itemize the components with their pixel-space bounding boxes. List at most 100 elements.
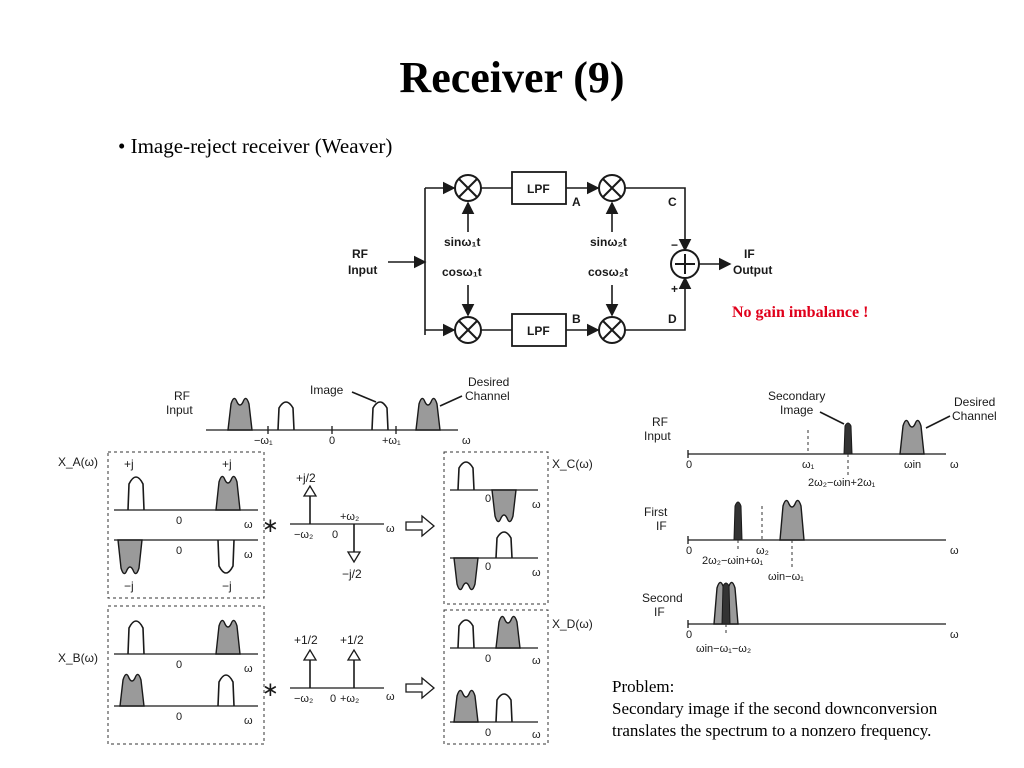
mixer-icon [454, 174, 482, 202]
xc-label: X_C(ω) [552, 457, 593, 471]
rf-input-label-2: Input [348, 263, 377, 277]
rf-hump-neg-image [277, 401, 295, 431]
slide-title: Receiver (9) [399, 53, 625, 102]
rf-input-label-2: Input [166, 403, 193, 417]
mixer-icon [598, 174, 626, 202]
xb-hump-bottom-right [217, 674, 235, 707]
result-arrow-icon [405, 676, 436, 700]
plus-j2-label: +j/2 [296, 471, 316, 485]
half-label: +1/2 [294, 633, 318, 647]
desired-channel-hump [899, 419, 925, 455]
zero-label: 0 [485, 653, 491, 665]
minus-j-label: −j [124, 579, 134, 593]
xa-box [107, 451, 265, 599]
sin1-label: sinω₁t [444, 235, 480, 249]
expr3-label: ωin−ω₁ [768, 571, 804, 583]
first-if-image-bar [733, 501, 743, 541]
minus-sign: − [671, 238, 678, 252]
pos-w1-label: +ω₁ [382, 435, 401, 447]
omega-label: ω [386, 523, 395, 535]
xc-box [443, 451, 549, 605]
omega-label: ω [950, 545, 959, 557]
rf-hump-desired [415, 397, 441, 431]
xd-hump-bottom-left [453, 689, 479, 723]
minus-j-label: −j [222, 579, 232, 593]
pos-w2-label: +ω₂ [340, 693, 359, 705]
xc-hump-bottom [495, 531, 513, 559]
zero-label: 0 [686, 545, 692, 557]
problem-line-2: translates the spectrum to a nonzero fre… [612, 721, 932, 740]
xb-hump-top-right [215, 619, 241, 655]
weaver-block-diagram: RF Input sinω₁t cosω₁t LPF LPF A B sinω₂… [348, 171, 772, 347]
xc-hump-top-neg [491, 489, 517, 523]
weaver-spectra-figure: RF Input Image Desired Channel −ω₁ 0 +ω₁… [58, 375, 593, 745]
image-label: Image [310, 383, 344, 397]
node-b: B [572, 312, 581, 326]
impulse-left-arrow [302, 648, 318, 661]
first-if-label: First [644, 505, 668, 519]
gain-imbalance-note: No gain imbalance ! [732, 304, 869, 321]
convolve-icon: ∗ [262, 679, 279, 701]
secondary-image-label: Secondary [768, 389, 825, 403]
rf-input-label-2: Input [644, 429, 671, 443]
omega-label: ω [950, 629, 959, 641]
omega-label: ω [244, 549, 253, 561]
second-if-image-bar [721, 582, 731, 625]
node-c: C [668, 195, 677, 209]
omega-label: ω [532, 655, 541, 667]
xd-label: X_D(ω) [552, 617, 593, 631]
result-arrow-icon [405, 514, 436, 538]
if-output-label: IF [744, 247, 755, 261]
xa-hump-left [127, 476, 145, 511]
neg-w2-label: −ω₂ [294, 693, 313, 705]
plus-j-label: +j [222, 457, 232, 471]
omega-label: ω [532, 729, 541, 741]
zero-label: 0 [176, 515, 182, 527]
omega-label: ω [386, 691, 395, 703]
xa-hump-right [215, 475, 241, 511]
problem-text: Problem: Secondary image if the second d… [612, 676, 937, 742]
expr4-label: ωin−ω₁−ω₂ [696, 643, 751, 655]
node-d: D [668, 312, 677, 326]
first-if-label-2: IF [656, 519, 667, 533]
lpf-label: LPF [527, 182, 550, 196]
rf-input-label: RF [174, 389, 190, 403]
adder-icon [670, 249, 700, 279]
xb-label: X_B(ω) [58, 651, 98, 665]
omega-label: ω [244, 663, 253, 675]
mixer-icon [598, 316, 626, 344]
xc-hump-top [457, 461, 475, 491]
omega-label: ω [244, 519, 253, 531]
channel-pointer [925, 415, 951, 429]
omega-label: ω [532, 499, 541, 511]
zero-label: 0 [485, 727, 491, 739]
win-label: ωin [904, 459, 921, 471]
sin2-label: sinω₂t [590, 235, 627, 249]
secondary-image-label-2: Image [780, 403, 814, 417]
omega-label: ω [244, 715, 253, 727]
rf-hump-image [371, 401, 389, 431]
w2-label: ω₂ [756, 545, 769, 557]
w1-label: ω₁ [802, 459, 815, 471]
image-pointer [351, 391, 377, 403]
expr1-label: 2ω₂−ωin+2ω₁ [808, 477, 876, 489]
impulse-right-arrow [346, 648, 362, 661]
zero-label: 0 [332, 529, 338, 541]
zero-label: 0 [176, 711, 182, 723]
minus-j2-label: −j/2 [342, 567, 362, 581]
impulse-down-arrow [346, 551, 362, 564]
secondary-pointer [819, 411, 845, 425]
desired-channel-label-2: Channel [465, 389, 510, 403]
pos-w2-label: +ω₂ [340, 511, 359, 523]
xd-hump-bottom-right [495, 693, 513, 723]
lpf-box-bottom [511, 313, 567, 347]
omega-label: ω [462, 435, 471, 447]
omega-label: ω [532, 567, 541, 579]
mixer-icon [454, 316, 482, 344]
omega-label: ω [950, 459, 959, 471]
rf-input-label: RF [352, 247, 368, 261]
zero-label: 0 [686, 629, 692, 641]
zero-label: 0 [485, 493, 491, 505]
rf-hump-neg-desired [227, 397, 253, 431]
rf-input-label: RF [652, 415, 668, 429]
